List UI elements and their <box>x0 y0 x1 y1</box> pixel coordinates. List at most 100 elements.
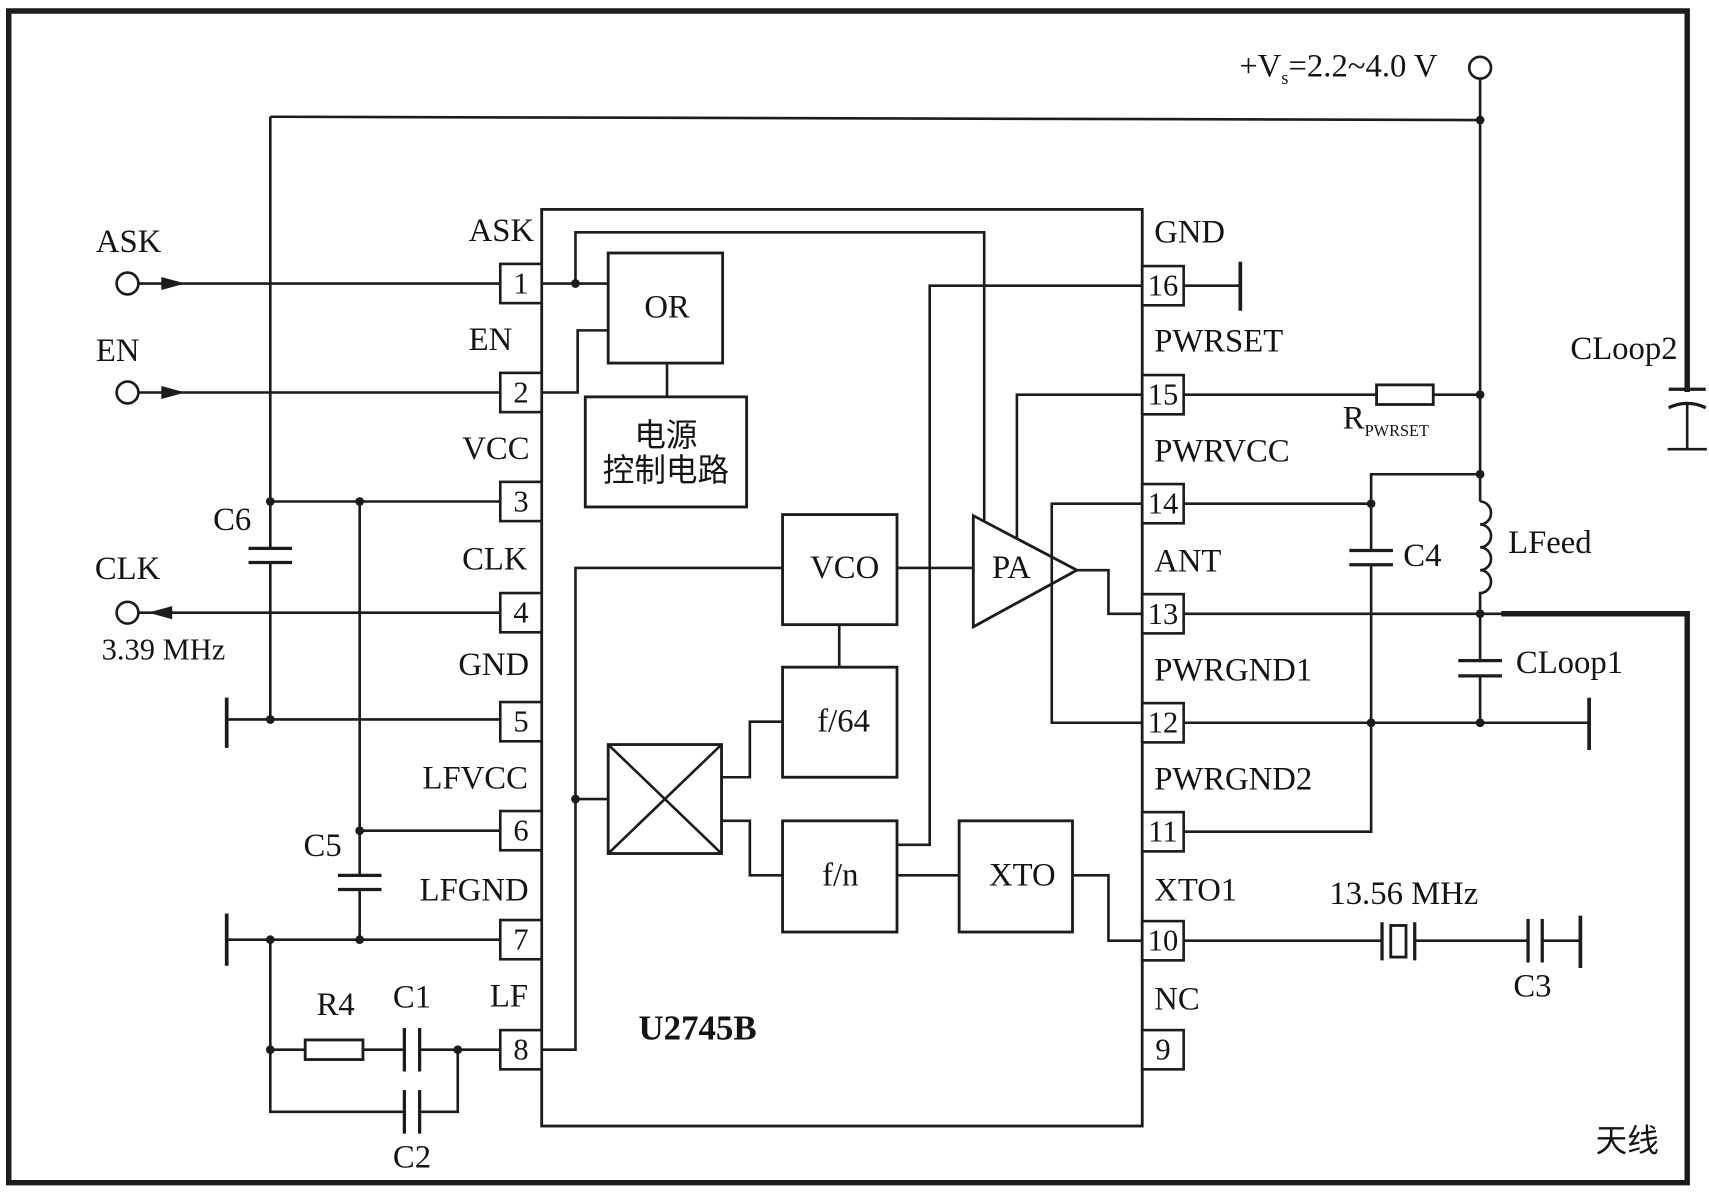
r4-label: R4 <box>317 987 355 1023</box>
power-control-label-line1: 电源 <box>634 418 697 454</box>
pin-box <box>498 809 543 852</box>
left-network: C6 C5 R4 C1 C2 <box>213 115 1481 1176</box>
junction-dot <box>355 935 365 945</box>
cloop1-label: CLoop1 <box>1516 645 1623 681</box>
ic-body <box>540 207 1144 1128</box>
c5-label: C5 <box>304 828 342 864</box>
junction-dot <box>1475 718 1485 728</box>
ic-part-number: U2745B <box>638 1008 756 1047</box>
pa-to-pwrset-wire <box>1015 393 1143 539</box>
c4-label: C4 <box>1403 538 1441 574</box>
pin-name: ANT <box>1154 543 1221 579</box>
junction-dot <box>1475 469 1485 479</box>
divider64-to-pd-wire <box>721 720 783 779</box>
junction-dot <box>571 279 580 288</box>
xto-label: XTO <box>989 857 1056 893</box>
en-arrow-icon <box>161 385 186 400</box>
vcc-rail <box>270 115 1481 122</box>
clk-arrow-icon <box>148 606 173 620</box>
pin-box <box>498 700 543 743</box>
clk-terminal <box>115 600 140 625</box>
xto-to-pin10-wire <box>1072 874 1143 943</box>
junction-dot <box>265 497 275 506</box>
clk-terminal-label: CLK <box>95 551 161 587</box>
r-pwrset-subscript: PWRSET <box>1365 421 1429 440</box>
pin-name: NC <box>1154 982 1199 1018</box>
or-gate-label: OR <box>644 289 690 325</box>
divider-n-label: f/n <box>822 857 858 893</box>
junction-dot <box>265 1045 275 1055</box>
pin-number: 14 <box>1148 487 1179 521</box>
c2-label: C2 <box>393 1140 431 1176</box>
en-terminal-label: EN <box>96 333 140 369</box>
junction-dot <box>453 1045 463 1055</box>
pin-name: GND <box>1154 214 1225 250</box>
junction-dot <box>355 826 365 836</box>
en-terminal <box>115 380 140 405</box>
ask-terminal-label: ASK <box>96 224 162 260</box>
pin-number: 4 <box>513 596 528 630</box>
pin-name: PWRVCC <box>1154 433 1289 469</box>
supply-label: +Vs=2.2~4.0 V <box>1239 48 1438 89</box>
pin-name: GND <box>458 647 529 683</box>
pin-box <box>498 371 543 414</box>
ic-u2745b: U2745B 1 ASK 2 EN 3 VCC 4 CLK 5 GND 6 LF… <box>420 207 1312 1128</box>
c4-network-wire <box>1183 472 1481 834</box>
junction-dot <box>1475 609 1485 619</box>
r-pwrset-label: RPWRSET <box>1343 400 1429 440</box>
c1-label: C1 <box>393 979 431 1015</box>
right-network: +Vs=2.2~4.0 V RPWRSET C4 LFeed CLoop1 13… <box>1183 48 1623 1005</box>
pin-name: PWRGND2 <box>1154 761 1312 797</box>
c3-label: C3 <box>1513 969 1551 1005</box>
cloop2-bottom-plate <box>1667 401 1707 410</box>
pin-name: XTO1 <box>1154 873 1237 909</box>
pin-name: LFGND <box>420 873 529 909</box>
pin-name: LF <box>490 978 528 1014</box>
c6-label: C6 <box>213 502 251 538</box>
supply-terminal <box>1467 55 1493 80</box>
r4-resistor <box>303 1038 365 1061</box>
loop-filter-wire <box>268 939 501 1114</box>
pin-box <box>498 591 543 634</box>
junction-dot <box>1475 115 1485 125</box>
antenna-loop <box>5 8 1690 1186</box>
junction-dot <box>1366 718 1376 728</box>
pin-number: 15 <box>1148 378 1179 412</box>
r-pwrset-symbol: R <box>1343 400 1365 436</box>
en-internal-wire <box>541 329 609 394</box>
cloop2-label: CLoop2 <box>1570 331 1677 367</box>
antenna-label: 天线 <box>1596 1123 1659 1159</box>
junction-dot <box>1366 499 1376 509</box>
junction-dot <box>265 935 275 945</box>
pin-box <box>1140 919 1185 962</box>
lfeed-label: LFeed <box>1508 525 1592 561</box>
supply-label-subscript: s <box>1281 68 1288 89</box>
pin-name: EN <box>469 322 513 358</box>
pin-name: VCC <box>462 431 529 467</box>
en-input: EN <box>96 333 501 405</box>
divider-64-label: f/64 <box>817 704 870 740</box>
pin-name: PWRSET <box>1154 323 1283 359</box>
pin-name: PWRGND1 <box>1154 652 1312 688</box>
power-control-label-line2: 控制电路 <box>603 453 729 489</box>
phase-detector-cross-icon <box>607 743 723 855</box>
lfvcc-wire <box>358 501 501 876</box>
clk-frequency-label: 3.39 MHz <box>102 633 226 667</box>
pin-number: 10 <box>1148 924 1179 958</box>
pa-output-wire <box>1076 568 1143 616</box>
junction-dot <box>1475 390 1485 400</box>
pin-name: CLK <box>462 541 528 577</box>
pin-number: 13 <box>1148 597 1179 631</box>
vco-label: VCO <box>810 550 879 586</box>
ask-input: ASK <box>96 224 501 296</box>
lfeed-inductor <box>1478 500 1493 661</box>
or-gate-block <box>606 251 725 365</box>
junction-dot <box>571 794 580 804</box>
pin-box <box>1140 1028 1185 1071</box>
vco-lf-wire <box>541 566 783 1052</box>
pin-box <box>498 1028 543 1071</box>
pin-box <box>498 480 543 523</box>
pa-amplifier <box>971 513 1080 630</box>
